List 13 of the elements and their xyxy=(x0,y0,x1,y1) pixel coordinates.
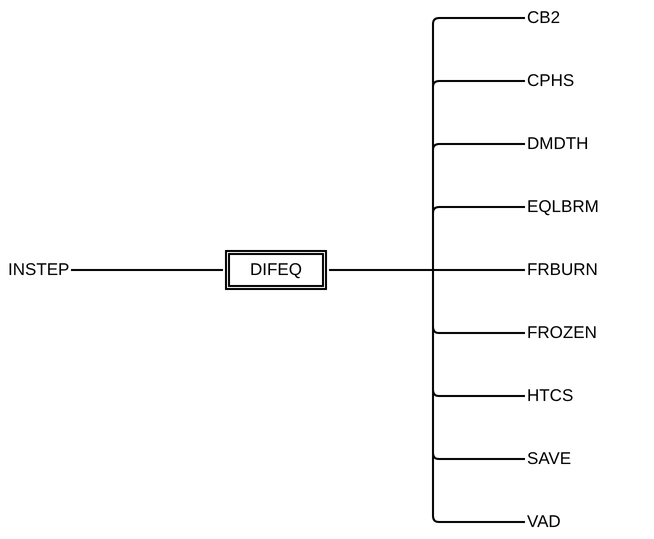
module-name: EQLBRM xyxy=(527,195,599,219)
module-name: INSTEP xyxy=(8,258,70,282)
module-name: VAD xyxy=(527,510,561,534)
connector-line xyxy=(329,269,525,523)
module-name: FROZEN xyxy=(527,321,597,345)
process-box: DIFEQ xyxy=(225,250,327,290)
module-name: DMDTH xyxy=(527,132,588,156)
module-name: CPHS xyxy=(527,69,574,93)
module-name: SAVE xyxy=(527,447,572,471)
connector-line xyxy=(71,269,223,271)
module-name: FRBURN xyxy=(527,258,598,282)
module-name: HTCS xyxy=(527,384,574,408)
module-name: CB2 xyxy=(527,6,560,30)
